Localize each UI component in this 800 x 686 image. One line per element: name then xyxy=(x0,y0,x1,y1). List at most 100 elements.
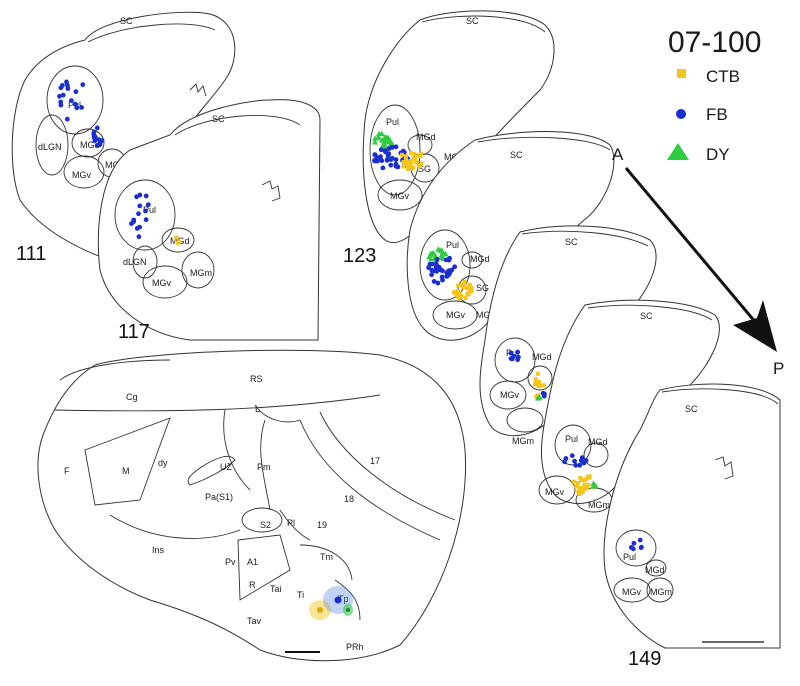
ctb-labeled-cell xyxy=(419,161,424,166)
section-117-Pul-label: Pul xyxy=(143,205,156,215)
cortex-PRh-label: PRh xyxy=(346,642,364,652)
fb-labeled-cell xyxy=(60,92,66,98)
fb-labeled-cell xyxy=(134,226,140,231)
fb-labeled-cell xyxy=(631,540,637,546)
cortex-17-label: 17 xyxy=(370,456,380,466)
cortex-dy-label: dy xyxy=(158,458,168,468)
ctb-labeled-cell xyxy=(582,487,587,492)
dy-labeled-cell xyxy=(432,252,439,259)
fb-labeled-cell xyxy=(429,267,435,273)
cortex-UZ-label: UZ xyxy=(220,462,232,472)
fb-labeled-cell xyxy=(378,147,384,153)
dy-labeled-cell xyxy=(372,135,379,141)
posterior-label: P xyxy=(773,359,784,378)
section-6-SC-label: SC xyxy=(640,311,653,321)
fb-labeled-cell xyxy=(395,164,401,170)
fb-labeled-cell xyxy=(639,544,644,550)
fb-labeled-cell xyxy=(429,272,434,278)
dy-labeled-cell xyxy=(536,394,543,400)
ctb-labeled-cell xyxy=(541,383,546,388)
dy-labeled-cell xyxy=(381,134,388,140)
injection-site-dy-core xyxy=(346,608,350,612)
fb-labeled-cell xyxy=(628,545,634,550)
cortex-flatmap: RS Cg L F M dy UZ Pm Pa(S1) 17 18 19 S2 … xyxy=(37,349,467,662)
ctb-labeled-cell xyxy=(408,163,413,168)
ctb-labeled-cell xyxy=(533,377,538,382)
fb-labeled-cell xyxy=(94,125,100,131)
section-117-outline xyxy=(97,99,321,341)
section-4-SG-label: SG xyxy=(476,283,489,293)
ctb-labeled-cell xyxy=(535,382,540,387)
cortex-Cg-label: Cg xyxy=(126,392,138,402)
cortex-L-label: L xyxy=(255,404,260,414)
cortex-Ins-label: Ins xyxy=(152,545,165,555)
ctb-labeled-cell xyxy=(453,291,458,296)
dy-labeled-cell xyxy=(378,137,385,143)
fb-labeled-cell xyxy=(515,349,520,355)
legend: 07-100 CTB FB DY xyxy=(667,26,761,164)
fb-labeled-cell xyxy=(129,221,134,227)
ctb-labeled-cell xyxy=(576,489,581,494)
ctb-labeled-cell xyxy=(467,283,472,288)
fb-labeled-cell xyxy=(72,101,78,107)
section-111-MGd-label: MGd xyxy=(80,140,100,150)
ctb-labeled-cell xyxy=(400,152,404,157)
ctb-labeled-cell xyxy=(580,489,585,494)
experiment-id-title: 07-100 xyxy=(668,26,761,59)
cortex-F-label: F xyxy=(64,466,70,476)
dy-labeled-cell xyxy=(438,253,445,259)
fb-labeled-cell xyxy=(377,155,383,161)
fb-labeled-cell xyxy=(136,211,141,217)
section-111-MGv-label: MGv xyxy=(72,170,91,180)
cortex-Tai-label: Tai xyxy=(270,584,282,594)
ctb-labeled-cell xyxy=(175,240,180,245)
ctb-labeled-cell xyxy=(411,165,416,170)
fb-labeled-cell xyxy=(440,277,445,283)
fb-labeled-cell xyxy=(73,89,79,95)
fb-labeled-cell xyxy=(452,264,458,270)
cortex-A1-label: A1 xyxy=(247,557,258,567)
section-5-MGm-label: MGm xyxy=(512,436,534,446)
section-123: SC Pul MGd SG MGm MGv 123 xyxy=(343,10,555,267)
fb-labeled-cell xyxy=(440,268,445,274)
ctb-labeled-cell xyxy=(576,481,580,485)
section-117-SC-label: SC xyxy=(212,114,225,124)
section-123-Pul-label: Pul xyxy=(386,117,399,127)
ctb-labeled-cell xyxy=(582,478,587,483)
fb-labeled-cell xyxy=(583,458,589,463)
section-149: SC Pul MGd MGv MGm 149 xyxy=(603,383,781,670)
ctb-labeled-cell xyxy=(578,486,583,491)
ctb-labeled-cell xyxy=(455,294,460,299)
ctb-labeled-cell xyxy=(462,279,467,284)
ctb-labeled-cell xyxy=(466,292,471,297)
cortex-RS-label: RS xyxy=(250,374,263,384)
fb-labeled-cell xyxy=(540,390,546,396)
section-123-number: 123 xyxy=(343,245,376,267)
dy-labeled-cell xyxy=(435,246,442,252)
fb-labeled-cell xyxy=(95,143,100,148)
fb-labeled-cell xyxy=(372,152,378,158)
cortex-Ti-label: Ti xyxy=(297,590,304,600)
section-117-dLGN-label: dLGN xyxy=(123,257,147,267)
fb-labeled-cell xyxy=(563,456,569,461)
fb-labeled-cell xyxy=(393,144,399,150)
fb-labeled-cell xyxy=(516,354,521,360)
section-117-MGm-label: MGm xyxy=(190,268,212,278)
dy-labeled-cell xyxy=(592,482,599,489)
fb-labeled-cell xyxy=(572,458,577,464)
anterior-posterior-axis: A P xyxy=(612,145,784,378)
dy-labeled-cell xyxy=(375,134,382,140)
ctb-labeled-cell xyxy=(459,293,463,298)
cortex-Tav-label: Tav xyxy=(247,616,262,626)
fb-labeled-cell xyxy=(508,350,514,356)
fb-labeled-cell xyxy=(74,105,80,111)
fb-labeled-cell xyxy=(380,165,386,171)
ap-arrow-shaft xyxy=(624,167,764,331)
cortex-R-label: R xyxy=(249,580,256,590)
cortex-18-label: 18 xyxy=(344,494,354,504)
cortex-PaS1-label: Pa(S1) xyxy=(205,492,233,502)
section-149-MGd-label: MGd xyxy=(645,565,665,575)
injection-site-ctb-core xyxy=(317,607,323,613)
ctb-labeled-cell xyxy=(174,235,179,240)
